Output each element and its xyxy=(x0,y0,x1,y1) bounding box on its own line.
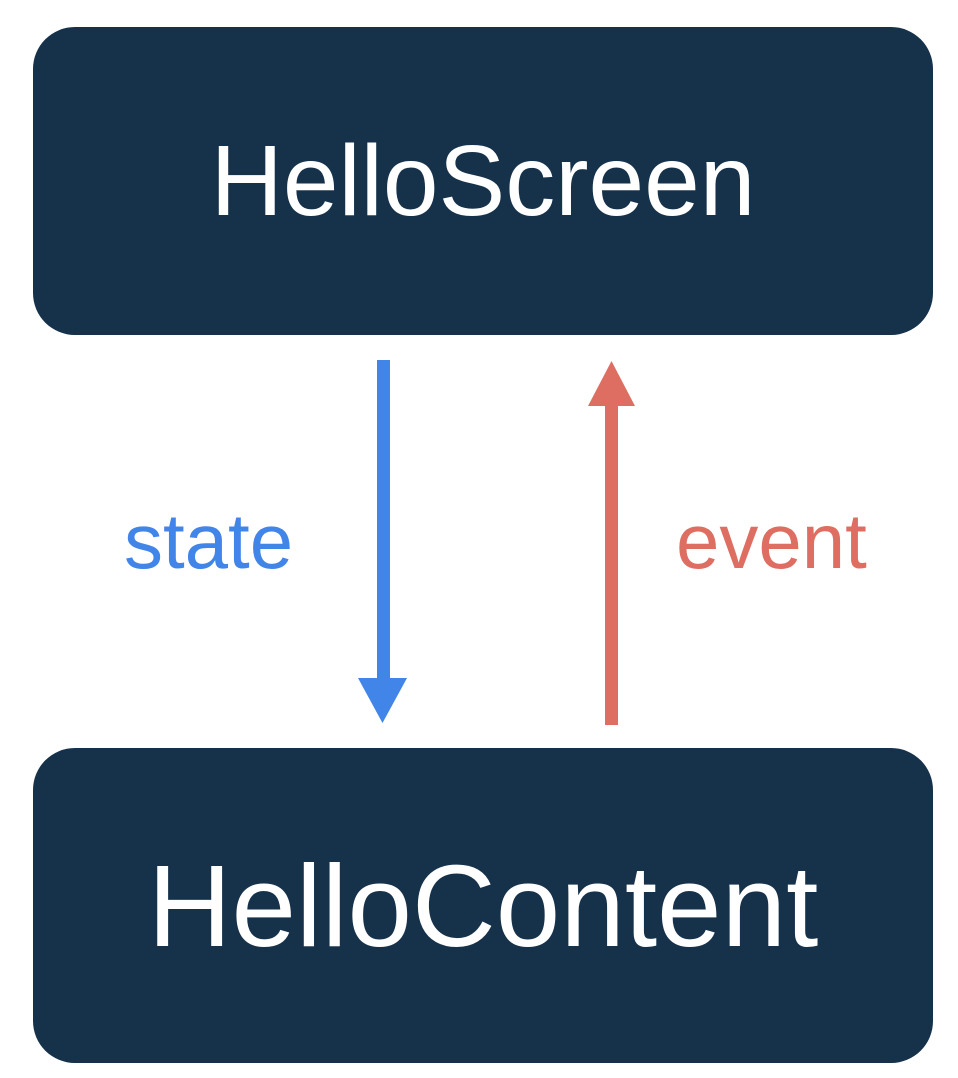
node-hello-screen[interactable]: HelloScreen xyxy=(33,27,933,335)
node-hello-screen-label: HelloScreen xyxy=(210,125,756,237)
event-arrow-up-icon xyxy=(588,361,635,725)
node-hello-content-label: HelloContent xyxy=(147,840,819,971)
state-arrow-down-icon xyxy=(358,360,407,723)
node-hello-content[interactable]: HelloContent xyxy=(33,748,933,1063)
edge-label-event: event xyxy=(676,497,867,585)
edge-label-state: state xyxy=(124,497,294,585)
